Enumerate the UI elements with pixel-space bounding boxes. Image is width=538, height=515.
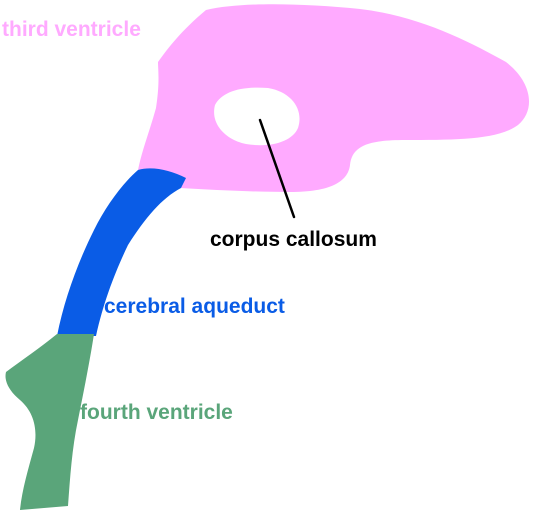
third-ventricle-shape (138, 4, 530, 192)
corpus-callosum-pointer (258, 118, 296, 219)
cerebral-aqueduct-shape (57, 168, 186, 336)
corpus-callosum-label: corpus callosum (210, 228, 377, 251)
cerebral-aqueduct-label: cerebral aqueduct (104, 295, 285, 318)
fourth-ventricle-label: fourth ventricle (80, 401, 233, 424)
fourth-ventricle-shape (5, 334, 94, 510)
third-ventricle-label: third ventricle (2, 18, 141, 41)
